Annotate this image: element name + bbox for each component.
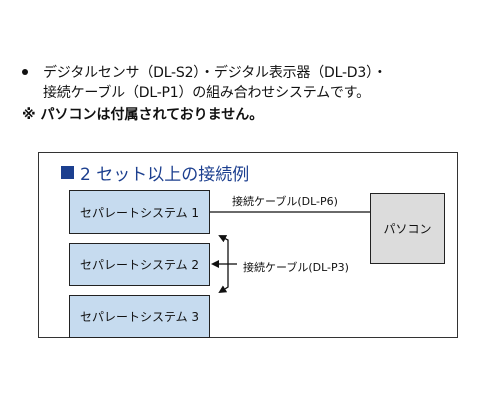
- bullet-dot: [22, 69, 28, 75]
- cable-p3-bracket-upper: [218, 235, 229, 264]
- pc-not-included-note: ※ パソコンは付属されておりません。: [22, 107, 264, 123]
- cable-p6-label: 接続ケーブル(DL-P6): [232, 195, 338, 208]
- diagram-title: 2 セット以上の接続例: [61, 160, 249, 185]
- separate-system-1-label: セパレートシステム 1: [79, 205, 200, 220]
- separate-system-2-box: セパレートシステム 2: [69, 243, 210, 286]
- description-line-2: 接続ケーブル（DL-P1）の組み合わせシステムです。: [43, 85, 370, 101]
- description-line-1: デジタルセンサ（DL-S2）・デジタル表示器（DL-D3）・: [43, 65, 387, 81]
- separate-system-2-label: セパレートシステム 2: [79, 258, 200, 272]
- cable-p3-bracket-lower: [218, 264, 229, 294]
- pc-label: パソコン: [383, 222, 432, 236]
- separate-system-3-box: セパレートシステム 3: [69, 295, 210, 338]
- pc-box: パソコン: [370, 193, 445, 264]
- diagram-title-text: 2 セット以上の接続例: [80, 165, 250, 185]
- cable-p3-label: 接続ケーブル(DL-P3): [243, 261, 349, 274]
- title-square-icon: [61, 166, 74, 179]
- separate-system-1-box: セパレートシステム 1: [69, 190, 210, 234]
- separate-system-3-label: セパレートシステム 3: [79, 310, 200, 324]
